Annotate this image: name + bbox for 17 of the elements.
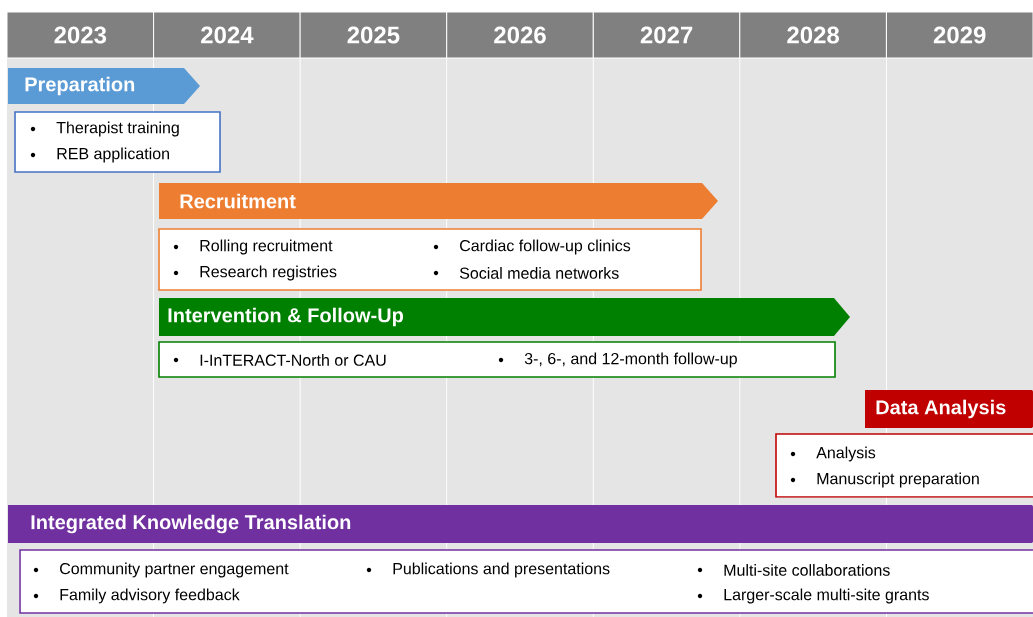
- year-header: 2027: [592, 11, 741, 59]
- bullet-list-box: Analysis Manuscript preparation: [775, 433, 1033, 498]
- year-header: 2029: [885, 11, 1033, 59]
- phase-banner: Integrated Knowledge Translation: [8, 505, 1033, 543]
- phase-banner: Intervention & Follow-Up: [159, 298, 850, 336]
- bullet-list-box: Community partner engagement Publications and presentations Multi-site collaborations Family advisory feedback Larger-scale multi-site grants: [19, 549, 1033, 614]
- phase-banner: Recruitment: [159, 183, 718, 219]
- bullet-list-box: Therapist training REB application: [14, 111, 221, 173]
- year-header: 2024: [153, 11, 301, 59]
- phase-banner: Preparation: [8, 68, 200, 104]
- phase-banner: Data Analysis: [865, 390, 1033, 428]
- year-header: 2026: [446, 11, 594, 59]
- year-header: 2023: [6, 11, 155, 59]
- bullet-list-box: I-InTERACT-North or CAU 3-, 6-, and 12-month follow-up: [158, 341, 836, 378]
- bullet-list-box: Rolling recruitment Cardiac follow-up clinics Research registries Social media networks: [158, 228, 702, 291]
- year-header: 2028: [739, 11, 887, 59]
- year-header: 2025: [299, 11, 448, 59]
